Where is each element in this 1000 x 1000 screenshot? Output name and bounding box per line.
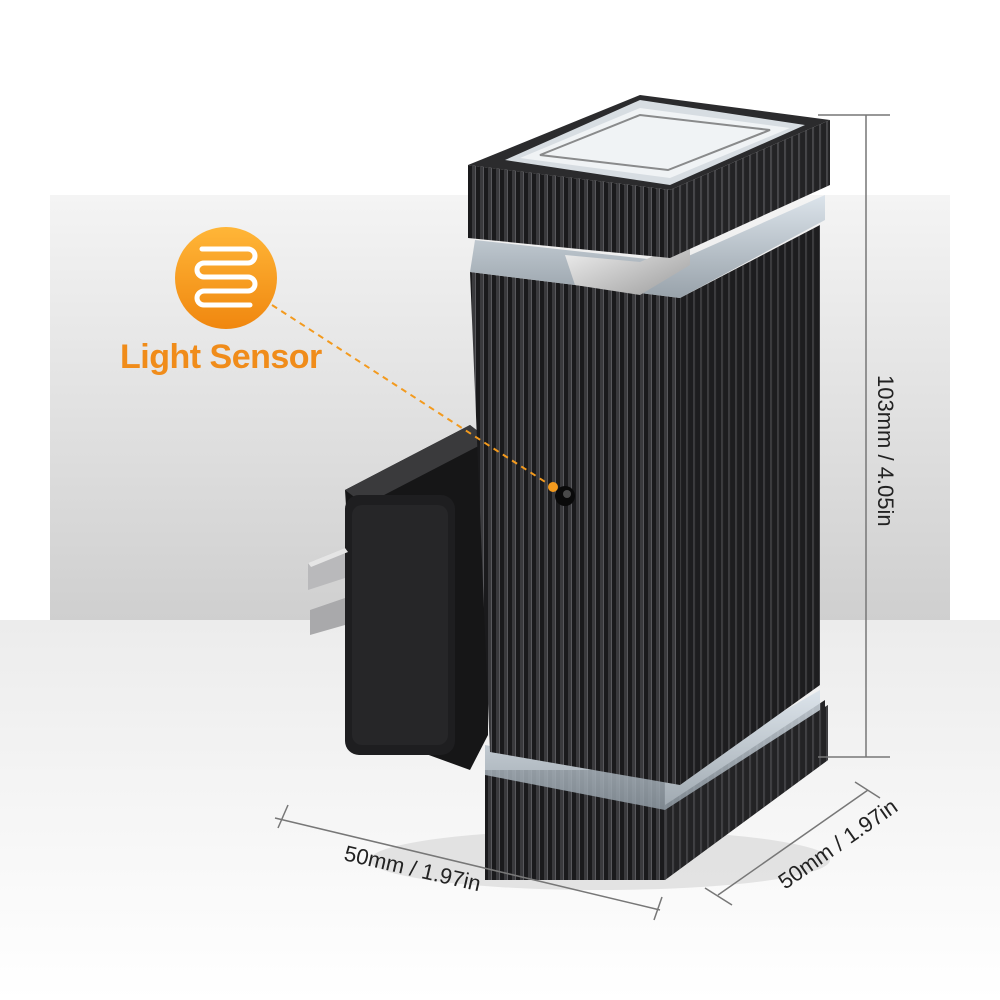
plug-adapter: [308, 425, 490, 770]
body-front: [470, 272, 680, 785]
wall-light-fixture: [468, 95, 830, 880]
top-cap-front: [468, 165, 670, 258]
bottom-glass-ring: [485, 690, 820, 810]
top-cap-side: [670, 120, 830, 258]
plug-prongs: [308, 548, 348, 635]
top-glass-ring: [470, 195, 825, 298]
height-dimension: 103mm / 4.05in: [818, 114, 898, 758]
light-sensor: [555, 486, 575, 506]
sensor-callout-line: [271, 304, 554, 488]
body-side: [680, 225, 820, 785]
height-dimension-label: 103mm / 4.05in: [873, 375, 898, 527]
light-sensor-label: Light Sensor: [120, 338, 322, 376]
sensor-callout-dot: [548, 482, 558, 492]
light-sensor-wave-icon: [175, 227, 277, 329]
